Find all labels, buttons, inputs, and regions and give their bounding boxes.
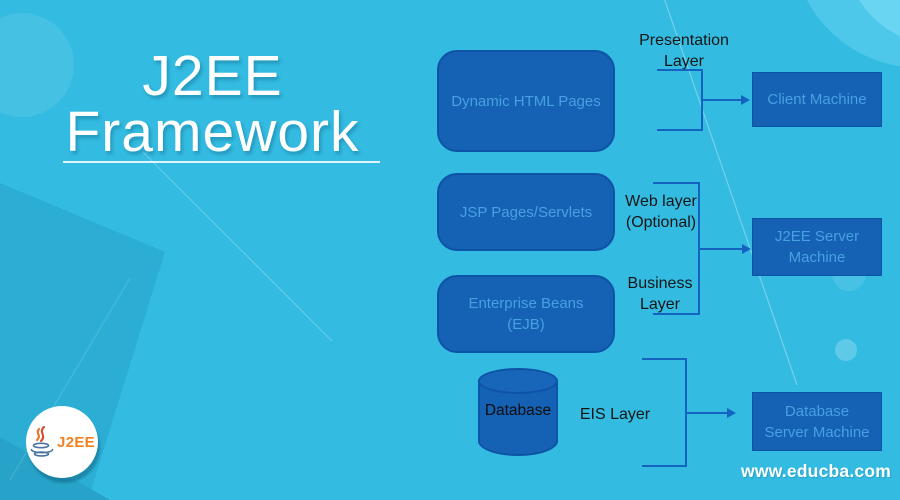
arrow-to-database-server-head xyxy=(727,408,736,418)
box-enterprise-beans-label: Enterprise Beans (EJB) xyxy=(468,295,584,333)
diagonal-light-line-center xyxy=(664,0,798,386)
box-dynamic-html-pages-label: Dynamic HTML Pages xyxy=(451,92,601,110)
web-business-layer-bracket xyxy=(653,182,700,315)
page-title-line2: Framework xyxy=(65,100,360,164)
website-url: www.educba.com xyxy=(741,461,891,481)
java-cup-icon xyxy=(30,426,54,457)
page-title-line1: J2EE xyxy=(142,44,283,108)
j2ee-logo-text: J2EE xyxy=(57,433,95,451)
business-layer-label: Business Layer xyxy=(627,275,693,313)
box-client-machine: Client Machine xyxy=(752,72,882,127)
box-jsp-pages-servlets: JSP Pages/Servlets xyxy=(437,173,615,251)
box-enterprise-beans: Enterprise Beans (EJB) xyxy=(437,275,615,353)
diagonal-light-line-left xyxy=(142,151,333,342)
box-database-server-machine-label: Database Server Machine xyxy=(764,402,870,441)
presentation-layer-label: Presentation Layer xyxy=(639,32,729,70)
database-label: Database xyxy=(484,402,552,419)
j2ee-logo: J2EE xyxy=(26,406,98,478)
box-database-server-machine: Database Server Machine xyxy=(752,392,882,451)
eis-layer-label: EIS Layer xyxy=(579,406,651,423)
soft-circle-top-left xyxy=(0,13,74,117)
box-jsp-pages-servlets-label: JSP Pages/Servlets xyxy=(459,203,593,221)
box-dynamic-html-pages: Dynamic HTML Pages xyxy=(437,50,615,152)
title-underline xyxy=(63,161,380,163)
arrow-to-database-server xyxy=(685,412,727,414)
corner-arc-inner xyxy=(859,0,900,37)
arrow-to-client-machine xyxy=(701,99,741,101)
arrow-to-j2ee-server-head xyxy=(742,244,751,254)
eis-layer-bracket xyxy=(642,358,687,467)
arrow-to-client-machine-head xyxy=(741,95,750,105)
web-layer-label: Web layer (Optional) xyxy=(625,193,697,231)
box-j2ee-server-machine-label: J2EE Server Machine xyxy=(774,228,860,266)
database-cylinder-top xyxy=(478,368,558,394)
database-cylinder: Database xyxy=(478,368,558,458)
arrow-to-j2ee-server xyxy=(698,248,742,250)
box-j2ee-server-machine: J2EE Server Machine xyxy=(752,218,882,276)
box-client-machine-label: Client Machine xyxy=(767,91,867,108)
page-title: J2EE Framework xyxy=(35,44,390,164)
soft-circle-lower-right xyxy=(835,339,857,361)
presentation-layer-bracket xyxy=(657,69,703,131)
